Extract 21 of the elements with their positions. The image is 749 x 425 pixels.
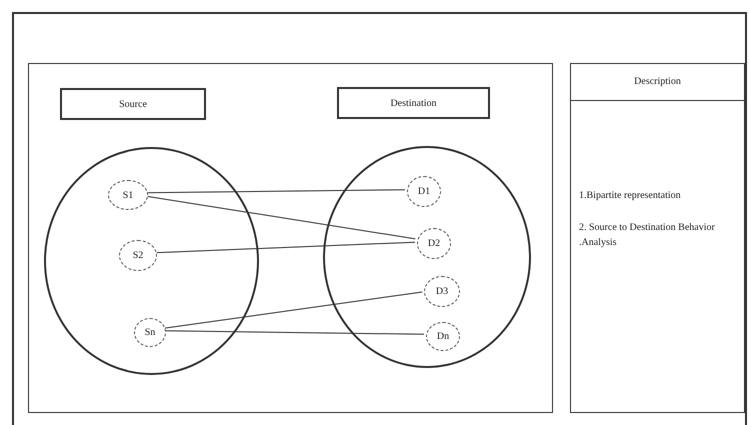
box-label: Destination	[390, 98, 437, 108]
vertex-label: D3	[436, 286, 448, 297]
vertex-label: S2	[132, 250, 144, 261]
connector-line	[146, 189, 406, 194]
connector-line	[163, 292, 423, 329]
box-label: Source	[119, 98, 147, 110]
vertex-label: S1	[122, 190, 134, 200]
connector-line	[164, 330, 424, 335]
description-panel	[570, 63, 745, 413]
vertex-label: D2	[428, 238, 440, 249]
vertex-label: Dn	[436, 331, 450, 342]
list-item: 1.Bipartite representation	[579, 189, 682, 203]
connector-line	[154, 242, 416, 254]
panel-heading: Description	[633, 76, 682, 87]
list-item: 2. Source to Destination Behavior .Analysis	[579, 221, 716, 250]
label-box	[60, 88, 206, 120]
vertex-label: D1	[418, 186, 430, 197]
vertex-label: Sn	[144, 327, 156, 338]
set-ellipse	[44, 147, 259, 375]
label-box	[337, 87, 490, 119]
set-ellipse	[323, 146, 531, 368]
